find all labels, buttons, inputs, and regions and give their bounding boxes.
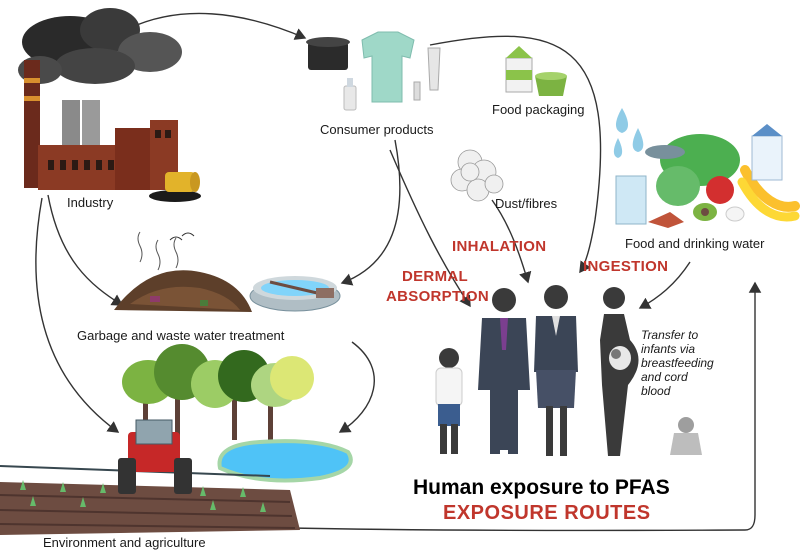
- transfer-note-line: and cord: [641, 370, 688, 384]
- route-inhalation: INHALATION: [452, 238, 547, 255]
- diagram-title: Human exposure to PFAS: [413, 476, 670, 499]
- arrow-industry-to-environment: [35, 197, 120, 433]
- transfer-note-line: infants via: [641, 342, 696, 356]
- label-garbage-treatment: Garbage and waste water treatment: [77, 328, 285, 343]
- arrow-industry-to-garbage: [47, 194, 124, 306]
- arrow-industry-to-consumer: [129, 12, 307, 40]
- arrow-garbage-to-environment: [338, 341, 375, 433]
- arrow-consumer-to-humans: [389, 149, 471, 308]
- label-dust-fibres: Dust/fibres: [495, 196, 558, 211]
- arrow-packaging-to-humans: [429, 35, 602, 274]
- label-environment-agriculture: Environment and agriculture: [43, 535, 206, 550]
- dust-fibres-illustration: [450, 149, 504, 202]
- transfer-note: Transfer to infants via breastfeeding an…: [641, 328, 761, 398]
- transfer-note-line: blood: [641, 384, 671, 398]
- transfer-note-line: breastfeeding: [641, 356, 714, 370]
- label-food-water: Food and drinking water: [625, 236, 765, 251]
- food-packaging-illustration: [505, 46, 567, 96]
- arrow-environment-to-food: [289, 281, 762, 532]
- environment-agriculture-illustration: [0, 344, 353, 535]
- human-figures-illustration: [435, 285, 702, 456]
- consumer-products-illustration: [306, 31, 441, 111]
- transfer-note-line: Transfer to: [641, 328, 699, 342]
- route-dermal-line2: ABSORPTION: [386, 288, 490, 305]
- diagram-subtitle: EXPOSURE ROUTES: [443, 502, 651, 524]
- label-food-packaging: Food packaging: [492, 102, 585, 117]
- food-water-illustration: [613, 108, 800, 228]
- label-consumer-products: Consumer products: [320, 122, 434, 137]
- route-ingestion: INGESTION: [583, 258, 669, 275]
- arrow-consumer-to-garbage: [340, 139, 401, 286]
- flow-arrows: [35, 12, 762, 532]
- garbage-treatment-illustration: [114, 231, 341, 312]
- route-dermal-line1: DERMAL: [402, 268, 468, 285]
- arrow-food-to-humans: [638, 261, 691, 309]
- industry-illustration: [18, 8, 201, 202]
- arrow-dust-to-humans: [491, 199, 532, 284]
- label-industry: Industry: [67, 195, 114, 210]
